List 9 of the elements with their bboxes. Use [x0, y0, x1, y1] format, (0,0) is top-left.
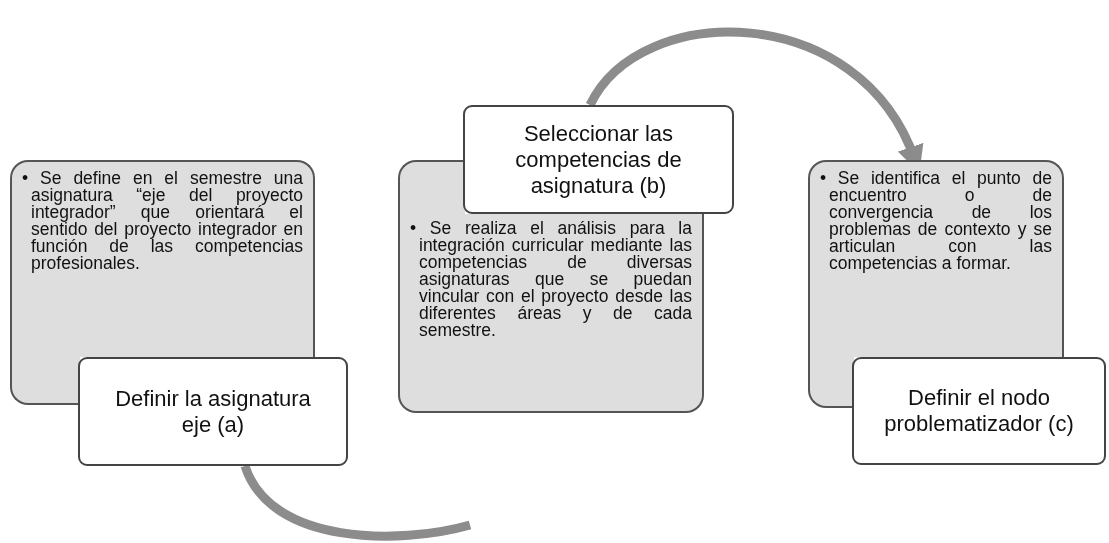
step-title: Seleccionar las competencias de asignatura (b) — [514, 120, 683, 199]
description-text: • Se define en el semestre una asignatura “eje del proyecto integrador” que orientará el sentido del proyecto integrador en función de las competencias profesionales. — [22, 170, 303, 272]
step-title-box — [852, 357, 1106, 465]
description-text: • Se realiza el análisis para la integración curricular mediante las competencias de diversas asignaturas que se puedan vincular con el proyecto desde las diferentes áreas y de cada semestre. — [410, 220, 692, 339]
step-title-box — [78, 357, 348, 466]
step-title: Definir el nodo problematizador (c) — [883, 385, 1075, 437]
step-title-box — [463, 105, 734, 214]
description-text: • Se identifica el punto de encuentro o de convergencia de los problemas de contexto y se articulan con las competencias a formar. — [820, 170, 1052, 272]
step-title: Definir la asignatura eje (a) — [114, 385, 312, 438]
